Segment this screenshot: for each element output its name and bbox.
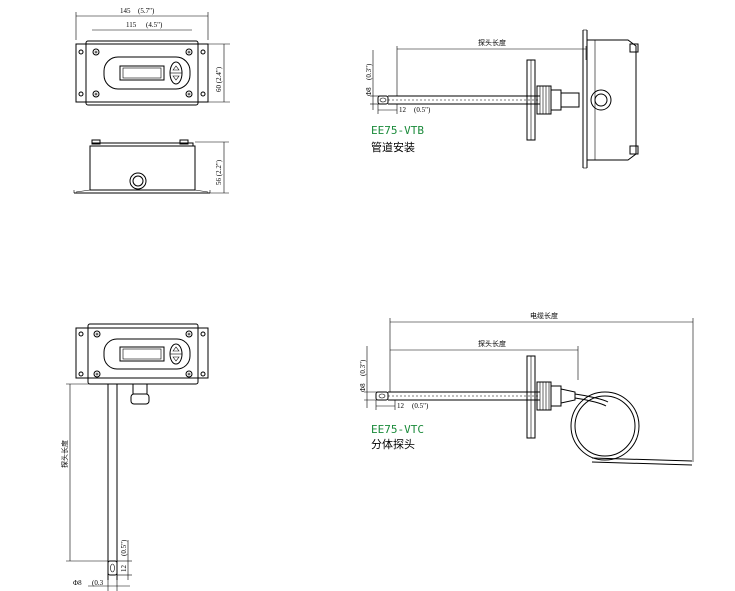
vtb-drawing: 探头长度 Φ8 (0.3") 12 (0.5") bbox=[365, 29, 639, 169]
vtb-model-label: EE75-VTB bbox=[371, 124, 424, 137]
side-height-dimension: 56 (2.2") bbox=[215, 159, 223, 185]
inner-width-dimension: 115 bbox=[126, 21, 137, 29]
vertical-diameter-inch: (0.3 bbox=[92, 579, 104, 587]
vtc-tip-length-inch: (0.5") bbox=[412, 402, 429, 410]
vertical-tip-length-inch: (0.5") bbox=[120, 539, 128, 556]
vtb-description: 管道安装 bbox=[371, 140, 415, 154]
side-view: 56 (2.2") bbox=[73, 139, 229, 194]
vtc-diameter-inch: (0.3") bbox=[359, 359, 367, 376]
vtc-cable-length-label: 电缆长度 bbox=[530, 311, 558, 320]
front-view: 145 (5.7") 115 (4.5") 60 (2.4") bbox=[75, 7, 230, 106]
vtc-tip-length: 12 bbox=[397, 402, 405, 410]
width-dimension: 145 bbox=[120, 7, 131, 15]
inner-width-dimension-inch: (4.5") bbox=[146, 21, 163, 29]
vtb-probe-length-label: 探头长度 bbox=[478, 38, 506, 47]
vtc-probe-length-label: 探头长度 bbox=[478, 339, 506, 348]
vertical-probe-length-label: 探头长度 bbox=[60, 440, 69, 468]
vtb-diameter-inch: (0.3") bbox=[365, 63, 373, 80]
vertical-diameter: Φ8 bbox=[73, 579, 82, 587]
vertical-tip-length: 12 bbox=[120, 565, 128, 573]
vertical-view: 探头长度 12 (0.5") Φ8 (0.3 bbox=[60, 323, 209, 591]
vtb-diameter: Φ8 bbox=[365, 87, 373, 96]
vtc-description: 分体探头 bbox=[371, 437, 415, 451]
vtc-drawing: 电缆长度 探头长度 Φ8 (0.3") 12 (0.5") bbox=[359, 311, 694, 466]
vtc-model-label: EE75-VTC bbox=[371, 423, 424, 436]
height-dimension: 60 (2.4") bbox=[215, 66, 223, 92]
vtb-tip-length-inch: (0.5") bbox=[414, 106, 431, 114]
vtb-tip-length: 12 bbox=[399, 106, 407, 114]
width-dimension-inch: (5.7") bbox=[138, 7, 155, 15]
vtc-diameter: Φ8 bbox=[359, 383, 367, 392]
